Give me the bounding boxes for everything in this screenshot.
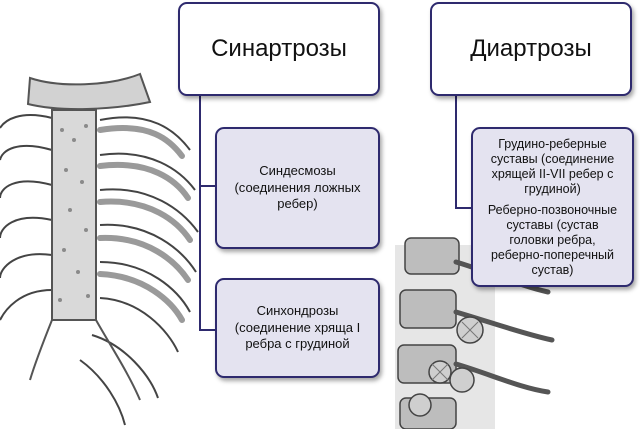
sternocostal-joints-text: Грудино-реберные суставы (соединение хря… <box>490 136 615 196</box>
connector-dia-trunk <box>455 94 457 208</box>
synchondroses-box: Синхондрозы (соединение хряща I ребра с … <box>215 278 380 378</box>
diarthroses-joints-box: Грудино-реберные суставы (соединение хря… <box>471 127 634 287</box>
syndesmoses-text: Синдесмозы (соединения ложных ребер) <box>234 163 361 212</box>
diarthroses-header: Диартрозы <box>430 2 632 96</box>
synchondroses-text: Синхондрозы (соединение хряща I ребра с … <box>234 303 361 352</box>
synarthroses-header: Синартрозы <box>178 2 380 96</box>
connector-syn-branch-1 <box>199 185 216 187</box>
connector-dia-branch <box>455 207 472 209</box>
costovertebral-joints-text: Реберно-позвоночные суставы (сустав голо… <box>487 202 618 277</box>
diarthroses-title: Диартрозы <box>470 35 592 62</box>
connector-syn-trunk <box>199 94 201 330</box>
syndesmoses-box: Синдесмозы (соединения ложных ребер) <box>215 127 380 249</box>
connector-syn-branch-2 <box>199 329 216 331</box>
synarthroses-title: Синартрозы <box>211 35 347 62</box>
